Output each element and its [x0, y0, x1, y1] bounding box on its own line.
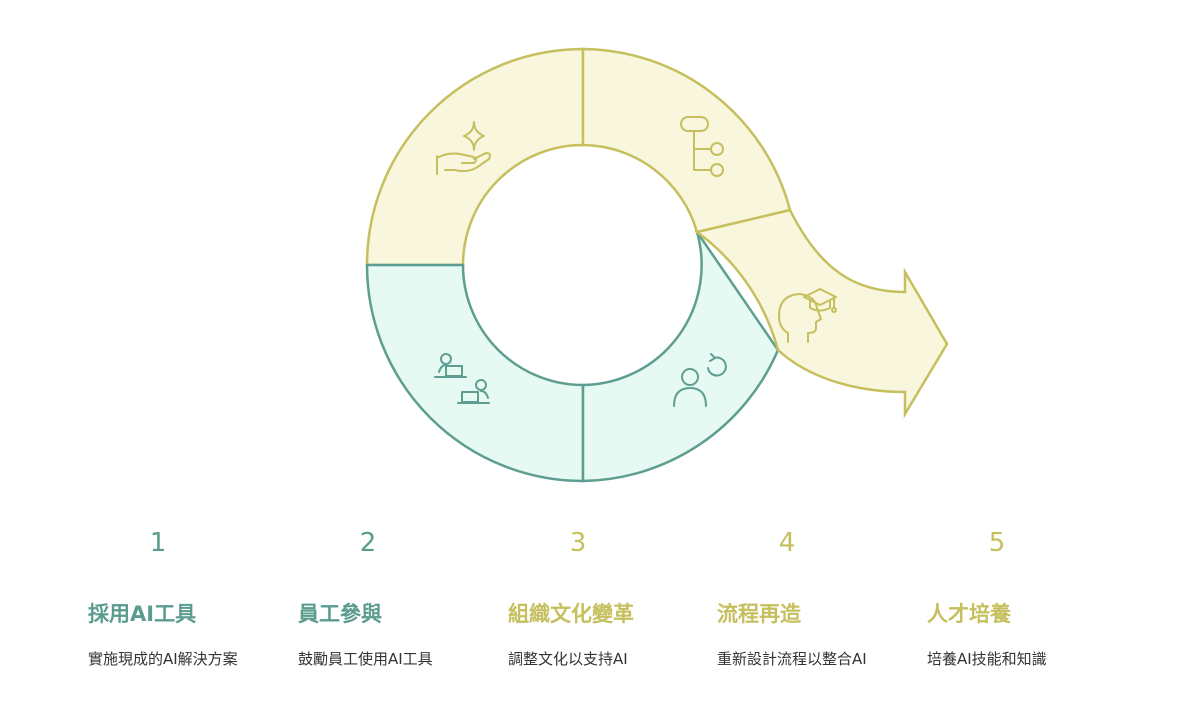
step-title: 流程再造: [717, 602, 801, 626]
step-number: 3: [569, 528, 587, 558]
segment-process-reengineering: [581, 47, 792, 234]
step-title: 組織文化變革: [508, 602, 634, 626]
step-number: 4: [778, 528, 796, 558]
step-description: 實施現成的AI解決方案: [88, 650, 238, 668]
person-refresh-icon: [673, 353, 727, 407]
step-number: 2: [359, 528, 377, 558]
step-title: 人才培養: [927, 602, 1011, 626]
step-number: 1: [149, 528, 167, 558]
step-title: 員工參與: [298, 602, 382, 626]
cycle-diagram: [365, 47, 949, 483]
step-description: 鼓勵員工使用AI工具: [298, 650, 433, 668]
step-description: 調整文化以支持AI: [508, 650, 628, 668]
step-description: 培養AI技能和知識: [927, 650, 1047, 668]
flowchart-icon: [680, 116, 724, 177]
step-number: 5: [988, 528, 1006, 558]
hand-sparkle-icon: [436, 121, 491, 175]
laptop-users-icon: [434, 353, 490, 404]
segment-culture-change: [581, 231, 780, 483]
step-title: 採用AI工具: [88, 602, 197, 626]
head-graduation-cap-icon: [778, 288, 837, 343]
segment-employee-engagement: [365, 263, 585, 483]
segment-talent-development: [694, 208, 949, 419]
step-description: 重新設計流程以整合AI: [717, 650, 867, 668]
